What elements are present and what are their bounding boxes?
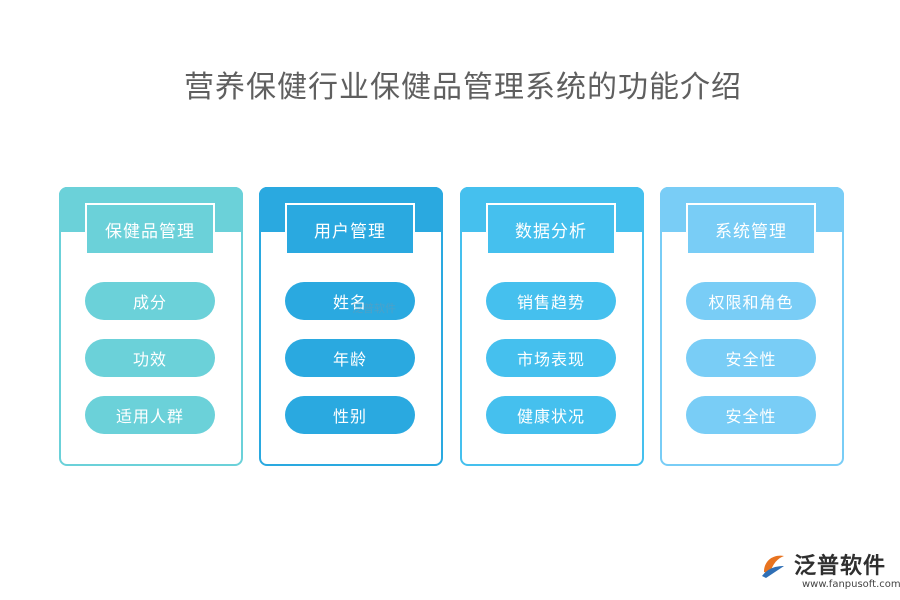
feature-pill: 性别 bbox=[285, 396, 415, 434]
logo-brand-text: 泛普软件 bbox=[794, 554, 887, 579]
card-user-management: 用户管理 姓名 年龄 性别 bbox=[259, 187, 443, 466]
feature-pill: 权限和角色 bbox=[686, 282, 816, 320]
logo-url-text: www.fanpusoft.com bbox=[802, 579, 900, 590]
page-title: 营养保健行业保健品管理系统的功能介绍 bbox=[184, 70, 742, 105]
feature-pill: 功效 bbox=[85, 339, 215, 377]
brand-logo: 泛普软件 www.fanpusoft.com bbox=[758, 546, 900, 596]
card-header: 数据分析 bbox=[486, 203, 616, 255]
watermark: 泛普软件 bbox=[352, 302, 396, 315]
feature-pill: 销售趋势 bbox=[486, 282, 616, 320]
feature-pill: 市场表现 bbox=[486, 339, 616, 377]
card-data-analysis: 数据分析 销售趋势 市场表现 健康状况 bbox=[460, 187, 644, 466]
card-product-management: 保健品管理 成分 功效 适用人群 bbox=[59, 187, 243, 466]
feature-pill: 适用人群 bbox=[85, 396, 215, 434]
feature-pill: 安全性 bbox=[686, 396, 816, 434]
feature-pill: 姓名 bbox=[285, 282, 415, 320]
feature-pill: 成分 bbox=[85, 282, 215, 320]
feature-pill: 年龄 bbox=[285, 339, 415, 377]
feature-pill: 健康状况 bbox=[486, 396, 616, 434]
logo-icon bbox=[762, 555, 784, 578]
card-header: 系统管理 bbox=[686, 203, 816, 255]
card-header: 保健品管理 bbox=[85, 203, 215, 255]
feature-pill: 安全性 bbox=[686, 339, 816, 377]
card-header: 用户管理 bbox=[285, 203, 415, 255]
card-system-management: 系统管理 权限和角色 安全性 安全性 bbox=[660, 187, 844, 466]
